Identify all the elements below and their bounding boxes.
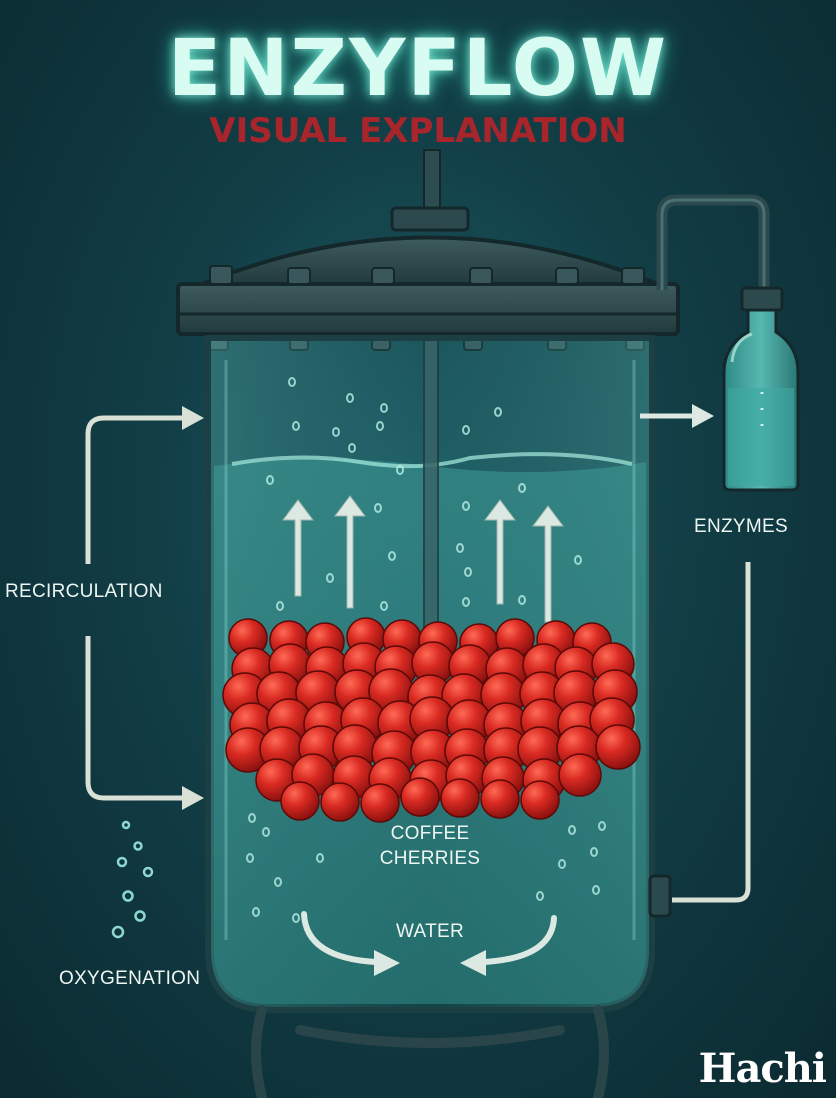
tank-base <box>251 1005 609 1098</box>
water-flow-arrows <box>301 911 557 965</box>
coffee-label-line2: CHERRIES <box>379 848 481 869</box>
coffee-cherry <box>280 781 320 821</box>
coffee-cherry <box>360 783 400 823</box>
recirculation-loop-bottom <box>85 636 184 801</box>
brand-logo: Hachi <box>698 1045 827 1092</box>
coffee-cherries-pile <box>222 617 641 823</box>
coffee-cherry <box>558 753 602 797</box>
page-subtitle: VISUAL EXPLANATION <box>209 111 627 151</box>
shaft-cap <box>390 206 470 232</box>
recirculation-label: RECIRCULATION <box>5 581 163 602</box>
enzyme-pipe <box>656 194 770 292</box>
tank-flange <box>176 282 680 336</box>
stirrer-shaft <box>423 339 439 651</box>
recirculation-arrowhead-top <box>182 406 204 430</box>
water-label: WATER <box>396 921 464 942</box>
oxygenation-label: OXYGENATION <box>59 968 201 989</box>
enzyme-bottle <box>722 286 800 492</box>
enzymes-label: ENZYMES <box>694 516 788 537</box>
coffee-cherry <box>480 779 520 819</box>
recirculation-arrowhead-bottom <box>182 786 204 810</box>
upflow-arrows <box>282 495 564 623</box>
coffee-cherry <box>440 778 480 818</box>
tank-dome <box>199 235 661 287</box>
oxygenation-bubbles <box>111 820 154 939</box>
coffee-cherry <box>595 724 641 770</box>
enzyme-arrow <box>640 404 714 428</box>
coffee-label-line1: COFFEE <box>390 823 470 844</box>
coffee-cherry <box>320 782 360 822</box>
outlet-nozzle <box>648 874 672 918</box>
liquid-surface <box>231 452 633 469</box>
enzyme-return-line <box>672 562 751 903</box>
page-title: ENZYFLOW <box>167 24 669 114</box>
coffee-cherries-label: COFFEE CHERRIES <box>360 823 500 870</box>
recirculation-loop-top <box>85 415 184 564</box>
water-flow-arrowheads <box>374 950 486 976</box>
bubbles <box>246 377 606 923</box>
coffee-cherry <box>400 777 440 817</box>
coffee-cherry <box>520 780 560 820</box>
